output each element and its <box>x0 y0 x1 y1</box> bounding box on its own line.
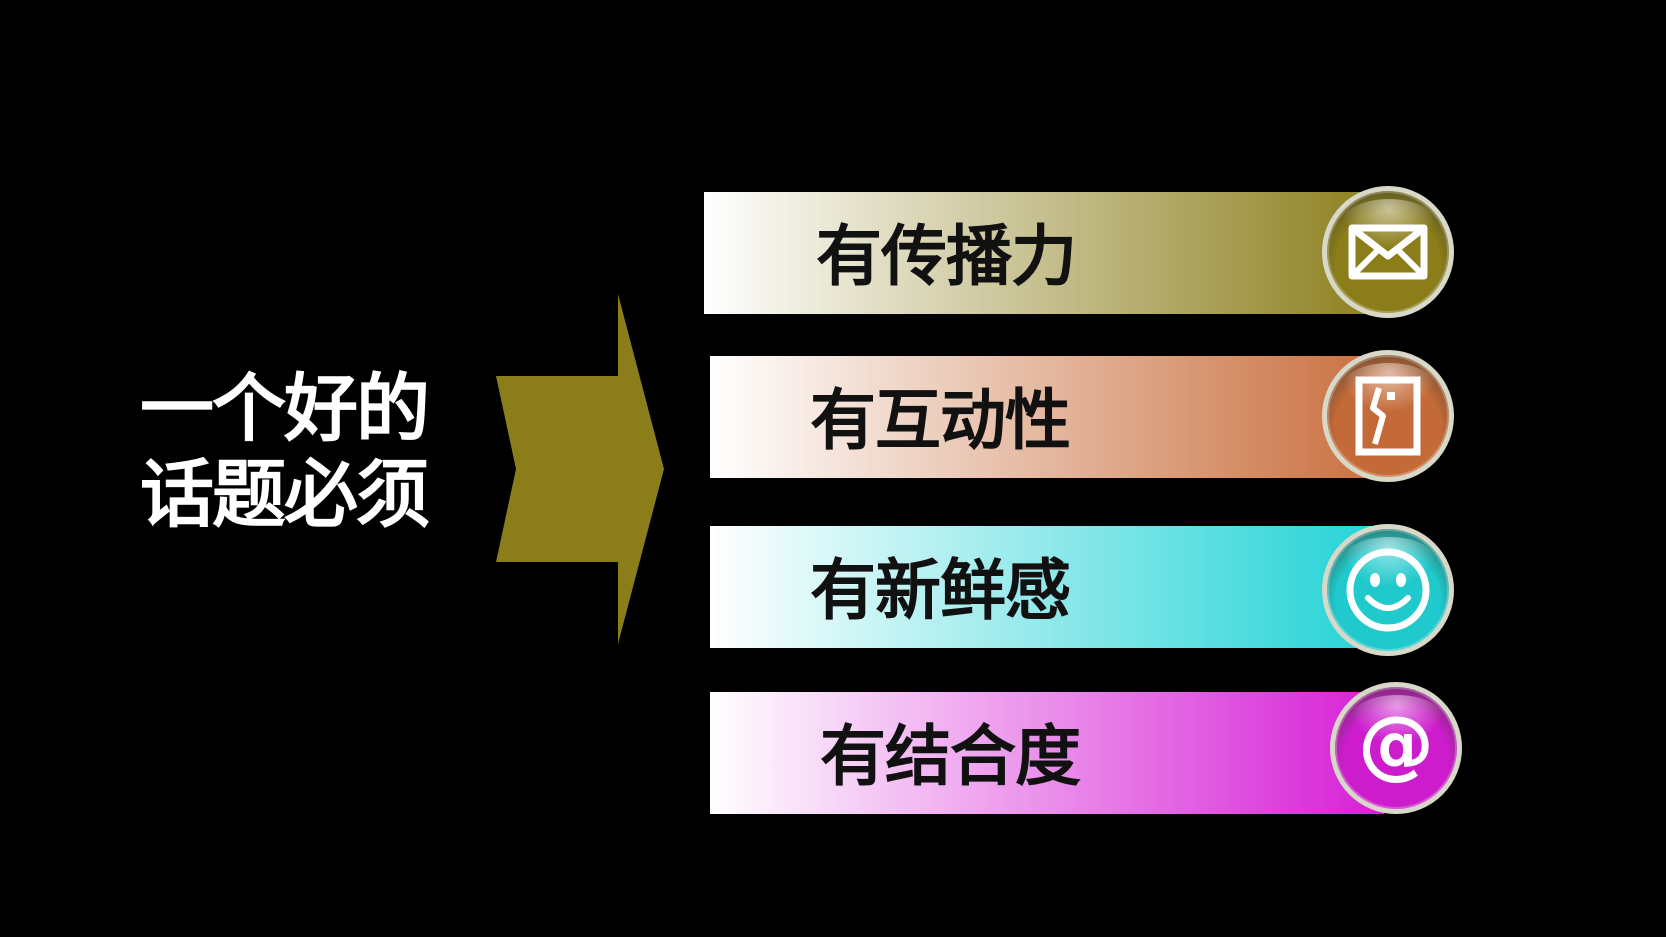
headline-line-2: 话题必须 <box>140 452 430 538</box>
at-sign-icon: @ <box>1358 706 1434 788</box>
topic-label: 有结合度 <box>820 718 1081 795</box>
smiley-icon <box>1346 548 1430 632</box>
smiley-badge <box>1322 524 1454 656</box>
arrow-shape <box>496 294 664 644</box>
topic-bar-spread: 有传播力 <box>704 192 1384 314</box>
headline-line-1: 一个好的 <box>140 366 430 452</box>
topic-label: 有互动性 <box>810 382 1071 459</box>
topic-bar-interaction: 有互动性 <box>710 356 1384 478</box>
door-icon <box>1355 376 1421 456</box>
topic-label: 有新鲜感 <box>810 552 1071 629</box>
envelope-icon <box>1348 224 1428 280</box>
headline: 一个好的 话题必须 <box>140 366 460 538</box>
topic-label: 有传播力 <box>816 218 1077 295</box>
topic-bar-relevance: 有结合度 <box>710 692 1384 814</box>
svg-text:@: @ <box>1358 706 1434 788</box>
topic-bar-freshness: 有新鲜感 <box>710 526 1384 648</box>
at-sign-badge: @ <box>1330 682 1462 814</box>
envelope-badge <box>1322 186 1454 318</box>
door-badge <box>1322 350 1454 482</box>
